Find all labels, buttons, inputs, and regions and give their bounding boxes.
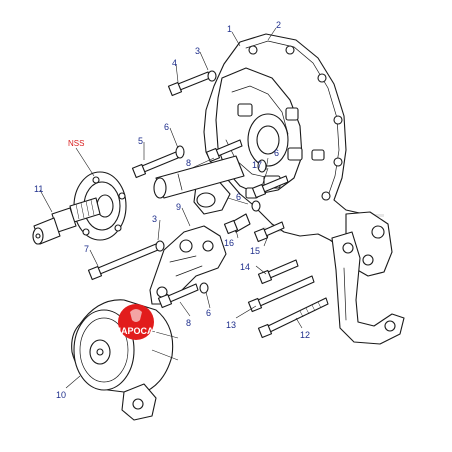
callout-9: 9 bbox=[176, 202, 181, 212]
washer-6-bracket bbox=[199, 282, 209, 294]
callout-10: 10 bbox=[56, 390, 66, 400]
washer-3-lower bbox=[155, 240, 165, 252]
callout-4: 4 bbox=[172, 58, 177, 68]
callout-1: 1 bbox=[227, 24, 232, 34]
callout-13: 13 bbox=[226, 320, 236, 330]
washer-6-right bbox=[257, 159, 267, 173]
callout-14: 14 bbox=[240, 262, 250, 272]
callout-16: 16 bbox=[224, 238, 234, 248]
fan-hub-assembly bbox=[32, 171, 127, 245]
callout-labels: 1 2 3 4 5 6 NSS 11 8 9 3 7 6 17 6 16 15 … bbox=[34, 20, 310, 400]
logo-text: JAPOCAT bbox=[116, 326, 159, 336]
bolt-13 bbox=[247, 275, 315, 313]
bolt-5 bbox=[131, 151, 179, 179]
washer-3-upper bbox=[207, 70, 217, 82]
callout-2: 2 bbox=[276, 20, 281, 30]
callout-17: 17 bbox=[252, 160, 262, 170]
japocat-logo: JAPOCAT bbox=[116, 304, 159, 340]
bolt-15 bbox=[253, 221, 285, 243]
bolt-12 bbox=[257, 297, 329, 339]
bolt-14 bbox=[257, 259, 299, 285]
callout-6-bracket: 6 bbox=[206, 308, 211, 318]
callout-3-upper: 3 bbox=[195, 46, 200, 56]
tensioner-block bbox=[121, 329, 179, 421]
callout-11: 11 bbox=[34, 184, 43, 194]
leader-lines bbox=[39, 27, 303, 389]
logo-figure-icon bbox=[130, 309, 142, 322]
callout-15: 15 bbox=[250, 246, 260, 256]
callout-12: 12 bbox=[300, 330, 310, 340]
bolt-4 bbox=[167, 71, 211, 97]
bolt-16 bbox=[223, 213, 251, 235]
washer-6-left bbox=[175, 145, 185, 159]
callout-3-lower: 3 bbox=[152, 214, 157, 224]
bolt-8-mid bbox=[205, 139, 243, 163]
bolt-7 bbox=[87, 243, 159, 281]
callout-8-upper: 8 bbox=[186, 158, 191, 168]
bolt-8-lower bbox=[157, 283, 199, 309]
callout-6-lower: 6 bbox=[236, 192, 241, 202]
washer-6-lower bbox=[251, 200, 261, 212]
adjustment-bracket bbox=[149, 225, 227, 305]
bolt-17 bbox=[251, 175, 289, 199]
callout-6-left: 6 bbox=[164, 122, 169, 132]
callout-7: 7 bbox=[84, 244, 89, 254]
callout-5: 5 bbox=[138, 136, 143, 146]
callout-8-lower: 8 bbox=[186, 318, 191, 328]
callout-6-right: 6 bbox=[274, 148, 279, 158]
callout-nss: NSS bbox=[68, 139, 84, 148]
pump-shaft bbox=[153, 155, 245, 199]
mounting-bracket-arm bbox=[331, 231, 405, 345]
